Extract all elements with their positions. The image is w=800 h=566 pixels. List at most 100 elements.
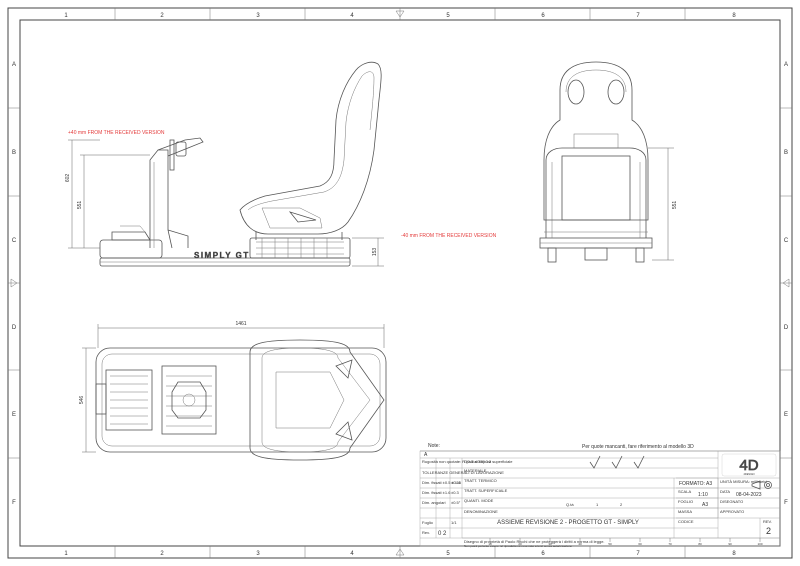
side-view: SIMPLY GT (99, 61, 382, 267)
top-view (95, 339, 387, 461)
tb-surface-treatment: TRATT. SUPERFICIALE (464, 488, 508, 493)
col-label-bottom-8: 8 (732, 551, 736, 557)
tb-material-label: MATERIALE (464, 468, 487, 473)
front-view (539, 61, 653, 263)
col-label-top-7: 7 (636, 13, 640, 19)
row-label-right-c: C (784, 238, 789, 244)
tb-rev-number: 2 (766, 526, 771, 536)
dim-height-base: 153 (372, 248, 378, 257)
tb-scale-value: 2 (620, 502, 623, 507)
tb-sheet-value: 1/1 (451, 520, 457, 525)
row-label-right-e: E (784, 412, 788, 418)
ruler-label-40: 40 (578, 542, 582, 546)
surface-finish-symbols (589, 455, 645, 469)
dim-length-total: 1461 (235, 321, 246, 327)
col-label-bottom-4: 4 (350, 551, 354, 557)
dim-height-front: 551 (672, 201, 678, 210)
col-label-top-6: 6 (541, 13, 545, 19)
title-block (419, 450, 781, 547)
tb-unit-label: UNITÀ MISURA: millimetri (720, 479, 767, 484)
tb-copyright: Disegno di proprietà di Paolo Ricchi che… (464, 539, 605, 544)
row-label-left-d: D (12, 325, 17, 331)
inner-border (19, 19, 781, 547)
dim-height-total: 602 (65, 174, 71, 183)
tb-dim-range-1: Dim. fissati ±0.5 ± 1.6 (422, 480, 461, 485)
tb-designer-label: DISEGNATO (720, 499, 743, 504)
logo-text: 4D (739, 457, 758, 474)
col-label-bottom-2: 2 (160, 551, 164, 557)
ruler-label-80: 80 (698, 542, 702, 546)
outer-border (7, 7, 793, 559)
tb-col-label: A (424, 452, 428, 458)
tb-checked-label: MASSA (678, 509, 692, 514)
col-label-top-2: 2 (160, 13, 164, 19)
col-label-top-8: 8 (732, 13, 736, 19)
tb-tol-2: ±0.3 (451, 490, 460, 495)
ruler-label-60: 60 (638, 542, 642, 546)
tb-treatment-label: TRATT. TERMICO (464, 478, 497, 483)
base-brand-text: SIMPLY GT (194, 251, 250, 260)
tb-format-label: FORMATO: A3 (679, 481, 712, 487)
row-label-left-b: B (12, 150, 16, 156)
col-label-top-1: 1 (64, 13, 68, 19)
notes-missing-quotes: Per quote mancanti, fare riferimento al … (582, 444, 694, 450)
row-label-left-f: F (12, 500, 16, 506)
col-label-top-5: 5 (446, 13, 450, 19)
tb-rev-label: REV. (763, 519, 772, 524)
dim-height-frame: 551 (77, 201, 83, 210)
ruler-label-90: 90 (728, 542, 732, 546)
left-center-mark (10, 278, 18, 288)
tb-surface-finish: Gradi di finitura superficiale (464, 459, 513, 464)
tb-copyright-2: Non potrà pertanto essere né riprodotto … (464, 544, 572, 548)
tb-scale-label: SCALA (678, 489, 691, 494)
tb-revision-label: Rev. (422, 530, 430, 535)
tb-angle-tol: ±0.5° (451, 500, 461, 505)
row-label-right-f: F (784, 500, 788, 506)
ruler-label-20: 20 (518, 542, 522, 546)
tb-approved-label: APPROVATO (720, 509, 744, 514)
tb-date: 08-04-2023 (736, 492, 762, 498)
company-logo: 4D 4DESIGN (721, 453, 777, 477)
col-label-bottom-7: 7 (636, 551, 640, 557)
dim-width-total: 546 (79, 396, 85, 405)
top-center-mark (395, 10, 405, 18)
ruler-label-10: 10 (488, 542, 492, 546)
tb-code-label: CODICE (678, 519, 694, 524)
logo-subtext: 4DESIGN (744, 473, 755, 476)
row-label-right-b: B (784, 150, 788, 156)
col-label-top-4: 4 (350, 13, 354, 19)
tb-revision-value: 0 2 (438, 531, 447, 537)
base-red-note: -40 mm FROM THE RECEIVED VERSION (401, 233, 497, 239)
projection-symbol-icon (751, 480, 772, 490)
bottom-center-mark (395, 548, 405, 556)
top-red-note: +40 mm FROM THE RECEIVED VERSION (68, 130, 165, 136)
row-label-left-c: C (12, 238, 17, 244)
tb-roughness: Rugosità non quotate: R (0.3 a 0.5) 3.2 (422, 459, 492, 464)
ruler-label-30: 30 (548, 542, 552, 546)
side-view-dimensions (68, 139, 384, 267)
notes-label: Note: (428, 443, 440, 449)
row-label-left-e: E (12, 412, 16, 418)
right-center-mark (782, 278, 790, 288)
tb-sheet-size: A3 (702, 502, 708, 508)
tb-sheet-label: Foglio (422, 520, 434, 525)
tb-title: ASSIEME REVISIONE 2 - PROGETTO GT - SIMP… (497, 520, 639, 526)
tb-quality: QUANTI. MODE (464, 498, 494, 503)
col-label-top-3: 3 (256, 13, 260, 19)
col-label-bottom-1: 1 (64, 551, 68, 557)
row-label-left-a: A (12, 62, 16, 68)
tb-date-label: DATA (720, 489, 730, 494)
row-label-right-d: D (784, 325, 789, 331)
ruler-label-50: 50 (608, 542, 612, 546)
tb-weight-label: Dim. angolari (422, 500, 446, 505)
row-label-right-a: A (784, 62, 788, 68)
tb-tolerances: TOLLERANZE GENERALI DI LAVORAZIONE (422, 470, 504, 475)
ruler-label-70: 70 (668, 542, 672, 546)
tb-quantity-label: Q.tà (566, 502, 574, 507)
tb-quantity-value: 1 (596, 502, 599, 507)
tb-tol-1: ±0.15 (451, 480, 462, 485)
tb-description-label: DENOMINAZIONE (464, 509, 498, 514)
tb-sheet-size-label: FOGLIO (678, 499, 693, 504)
tb-dim-range-2: Dim. fissati ±1.6 (422, 490, 451, 495)
